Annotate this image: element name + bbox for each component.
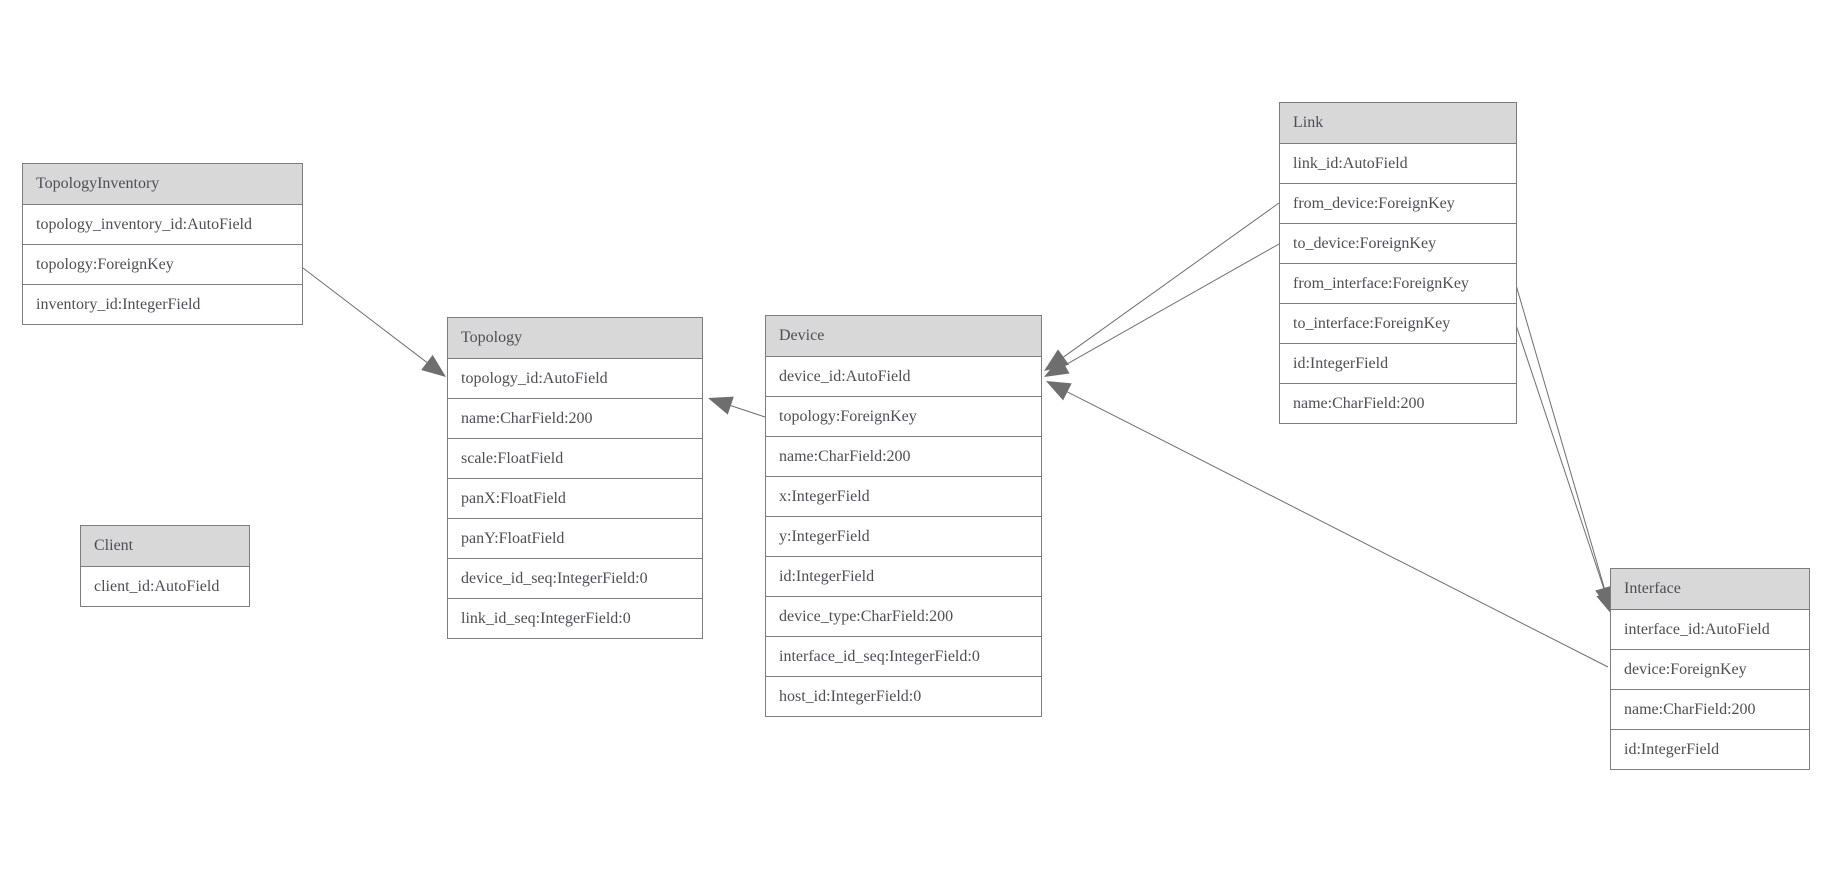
field-row: device:ForeignKey <box>1611 650 1809 690</box>
field-row: id:IntegerField <box>766 557 1041 597</box>
field-row: client_id:AutoField <box>81 567 249 606</box>
field-row: name:CharField:200 <box>448 399 702 439</box>
field-row: topology_inventory_id:AutoField <box>23 205 302 245</box>
table-header: Topology <box>448 318 702 359</box>
field-row: name:CharField:200 <box>766 437 1041 477</box>
field-row: id:IntegerField <box>1611 730 1809 769</box>
field-row: y:IntegerField <box>766 517 1041 557</box>
table-header: TopologyInventory <box>23 164 302 205</box>
edge-link-to-device-line <box>1064 243 1280 366</box>
table-title: Link <box>1293 114 1324 131</box>
field-row: x:IntegerField <box>766 477 1041 517</box>
table-title: Client <box>94 537 134 554</box>
edge-device-topology-arrowhead <box>708 396 734 415</box>
field-row: interface_id:AutoField <box>1611 610 1809 650</box>
table-field-list: client_id:AutoField <box>81 567 249 606</box>
edge-link-to-interface-line <box>1515 324 1606 594</box>
field-row: panY:FloatField <box>448 519 702 559</box>
table-header: Interface <box>1611 569 1809 610</box>
field-row: inventory_id:IntegerField <box>23 285 302 324</box>
field-row: id:IntegerField <box>1280 344 1516 384</box>
field-row: to_interface:ForeignKey <box>1280 304 1516 344</box>
edge-device-topology-line <box>730 405 766 418</box>
field-row: device_id:AutoField <box>766 357 1041 397</box>
field-row: from_interface:ForeignKey <box>1280 264 1516 304</box>
field-row: topology:ForeignKey <box>766 397 1041 437</box>
edge-topologyinventory-topology-line <box>302 267 428 363</box>
field-row: to_device:ForeignKey <box>1280 224 1516 264</box>
edge-interface-device-line <box>1067 391 1609 668</box>
field-row: device_id_seq:IntegerField:0 <box>448 559 702 599</box>
field-row: panX:FloatField <box>448 479 702 519</box>
field-row: name:CharField:200 <box>1280 384 1516 423</box>
field-row: interface_id_seq:IntegerField:0 <box>766 637 1041 677</box>
field-row: link_id_seq:IntegerField:0 <box>448 599 702 638</box>
table-header: Device <box>766 316 1041 357</box>
edge-topologyinventory-topology-arrowhead <box>421 354 446 377</box>
edge-link-from-interface-line <box>1515 284 1605 589</box>
table-title: Interface <box>1624 580 1681 597</box>
edge-link-to-device-arrowhead <box>1044 356 1070 377</box>
field-row: topology:ForeignKey <box>23 245 302 285</box>
table-header: Link <box>1280 103 1516 144</box>
table-topologyinventory: TopologyInventory topology_inventory_id:… <box>22 163 303 325</box>
edge-interface-device-arrowhead <box>1046 381 1072 401</box>
field-row: topology_id:AutoField <box>448 359 702 399</box>
table-title: TopologyInventory <box>36 175 160 192</box>
field-row: scale:FloatField <box>448 439 702 479</box>
field-row: name:CharField:200 <box>1611 690 1809 730</box>
field-row: from_device:ForeignKey <box>1280 184 1516 224</box>
field-row: device_type:CharField:200 <box>766 597 1041 637</box>
table-title: Device <box>779 327 825 344</box>
edge-link-to-interface-arrowhead <box>1596 590 1615 616</box>
table-title: Topology <box>461 329 523 346</box>
field-row: link_id:AutoField <box>1280 144 1516 184</box>
edge-link-from-device-line <box>1063 202 1280 358</box>
table-header: Client <box>81 526 249 567</box>
field-row: host_id:IntegerField:0 <box>766 677 1041 716</box>
table-client: Client client_id:AutoField <box>80 525 250 607</box>
